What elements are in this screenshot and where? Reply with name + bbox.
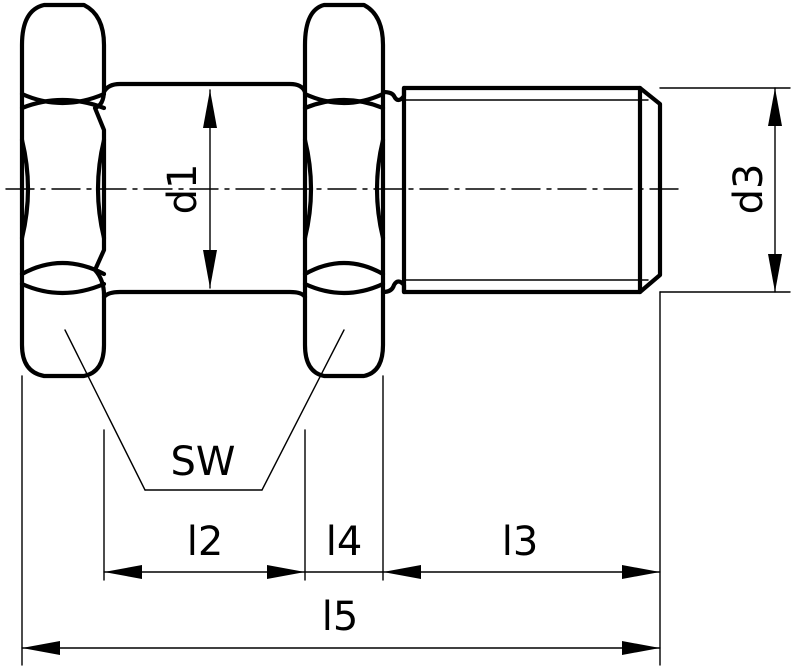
thread-lines — [403, 99, 649, 281]
l3-label: l3 — [502, 519, 539, 565]
d3-label: d3 — [726, 164, 772, 215]
left-hex-nut — [19, 2, 107, 379]
threaded-stud — [380, 85, 663, 295]
l5-label: l5 — [322, 594, 359, 640]
sw-leader — [64, 329, 345, 491]
l5-dimension — [21, 641, 661, 655]
right-hex-nut — [302, 2, 386, 379]
d1-label: d1 — [160, 164, 206, 215]
sw-label: SW — [171, 439, 236, 485]
extension-lines — [21, 291, 661, 666]
d1-dimension — [203, 89, 217, 289]
shank — [101, 81, 308, 300]
d3-dimension — [659, 87, 791, 293]
l4-label: l4 — [326, 519, 363, 565]
l-chain-dimension — [103, 565, 661, 579]
l2-label: l2 — [187, 519, 224, 565]
